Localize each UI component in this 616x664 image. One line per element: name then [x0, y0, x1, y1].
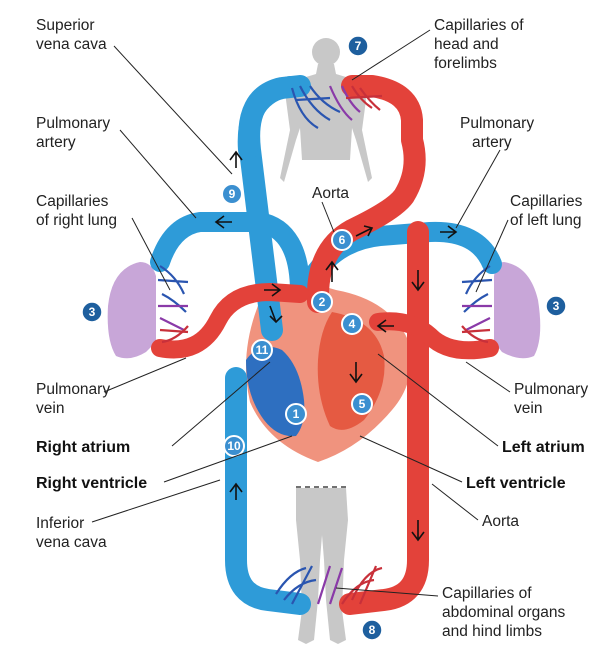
- step-badge-3-right: 3: [545, 295, 567, 317]
- svg-text:6: 6: [339, 233, 346, 247]
- leader-lines: [91, 29, 511, 597]
- label-capillaries-abdominal: Capillaries of abdominal organs and hind…: [442, 585, 570, 640]
- label-pulmonary-vein-left: Pulmonary vein: [36, 381, 114, 417]
- svg-text:5: 5: [359, 397, 366, 411]
- step-badge-2: 2: [311, 291, 333, 313]
- svg-text:11: 11: [256, 343, 269, 357]
- step-badge-7: 7: [347, 35, 369, 57]
- step-badge-8: 8: [361, 619, 383, 641]
- abdominal-capillary-bed: [275, 565, 383, 605]
- label-left-ventricle: Left ventricle: [466, 475, 566, 492]
- step-badge-4: 4: [341, 313, 363, 335]
- aorta-descending-vessel: [339, 221, 429, 615]
- left-lung-capillary-bed: [461, 265, 493, 344]
- inferior-vena-cava-vessel: [225, 367, 311, 615]
- label-aorta-bottom: Aorta: [482, 513, 519, 530]
- label-aorta-top: Aorta: [312, 185, 349, 202]
- lower-body-silhouette: [296, 488, 348, 644]
- step-badge-5: 5: [351, 393, 373, 415]
- head-capillary-bed: [290, 85, 383, 129]
- right-lung-capillary-bed: [157, 265, 189, 344]
- label-pulmonary-artery-right: Pulmonary artery: [460, 115, 538, 151]
- flow-arrows: [214, 150, 458, 542]
- svg-text:3: 3: [553, 299, 560, 313]
- label-capillaries-head: Capillaries of head and forelimbs: [434, 17, 528, 72]
- svg-text:1: 1: [293, 407, 300, 421]
- pulmonary-artery-right-vessel: [150, 212, 310, 302]
- svg-text:2: 2: [319, 295, 326, 309]
- label-inferior-vena-cava: Inferior vena cava: [36, 515, 107, 551]
- svg-text:8: 8: [369, 623, 376, 637]
- label-right-ventricle: Right ventricle: [36, 475, 147, 492]
- svg-text:7: 7: [355, 39, 362, 53]
- step-badge-6: 6: [331, 229, 353, 251]
- label-capillaries-left-lung: Capillaries of left lung: [510, 193, 587, 229]
- right-lung: [107, 262, 156, 359]
- svg-text:9: 9: [229, 187, 236, 201]
- label-left-atrium: Left atrium: [502, 439, 585, 456]
- pulmonary-vein-left-vessel: [369, 312, 499, 360]
- label-superior-vena-cava: Superior vena cava: [36, 17, 107, 53]
- head-capillary-blue-branch: [237, 76, 300, 160]
- step-badge-11: 11: [251, 339, 273, 361]
- step-badge-9: 9: [221, 183, 243, 205]
- label-capillaries-right-lung: Capillaries of right lung: [36, 193, 117, 229]
- label-right-atrium: Right atrium: [36, 439, 130, 456]
- label-pulmonary-vein-right: Pulmonary vein: [514, 381, 592, 417]
- left-lung: [494, 262, 541, 359]
- svg-text:3: 3: [89, 305, 96, 319]
- svg-text:10: 10: [227, 439, 241, 453]
- svg-text:4: 4: [349, 317, 356, 331]
- step-badge-10: 10: [223, 435, 245, 457]
- step-badge-1: 1: [285, 403, 307, 425]
- pulmonary-vein-right-vessel: [151, 283, 309, 359]
- step-badge-3-left: 3: [81, 301, 103, 323]
- aorta-arch-vessel: [306, 75, 426, 313]
- label-pulmonary-artery-left: Pulmonary artery: [36, 115, 114, 151]
